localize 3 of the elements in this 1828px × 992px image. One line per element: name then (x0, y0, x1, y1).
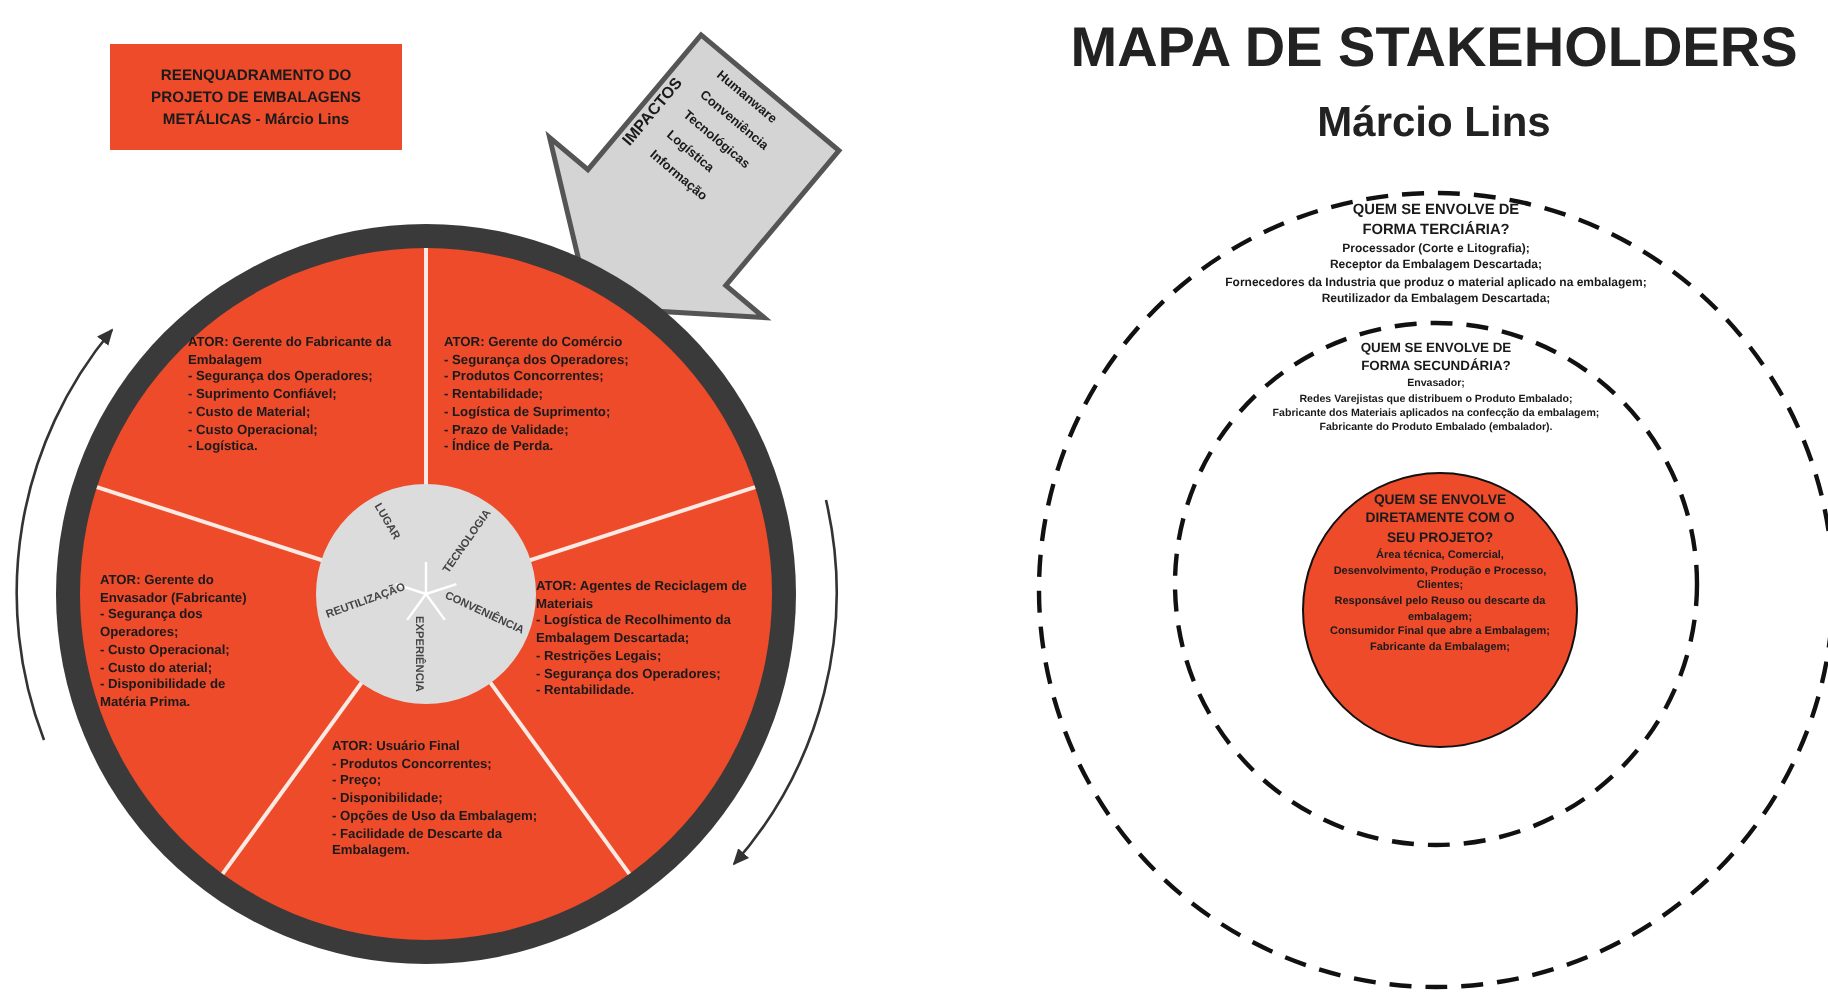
page-title: MAPA DE STAKEHOLDERS (1068, 16, 1800, 80)
title-box (110, 44, 402, 150)
author-name: Márcio Lins (1315, 100, 1553, 148)
